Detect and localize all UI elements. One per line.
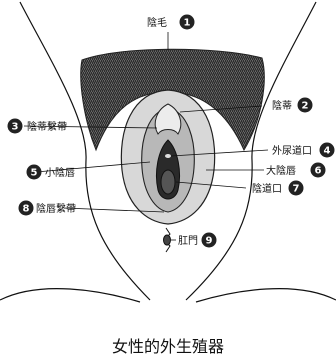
label-8: 8 陰唇繫帶 xyxy=(19,201,77,216)
label-8-text: 陰唇繫帶 xyxy=(36,202,76,215)
label-2-text: 陰蒂 xyxy=(272,99,292,112)
vaginal-opening-shape xyxy=(161,170,175,194)
label-7-number: 7 xyxy=(293,184,300,195)
label-4-number: 4 xyxy=(324,146,331,157)
label-2: 陰蒂 2 xyxy=(272,98,313,113)
label-7-text: 陰道口 xyxy=(252,182,282,195)
label-3-number: 3 xyxy=(12,122,19,133)
label-9-text: 肛門 xyxy=(178,235,198,247)
label-1-number: 1 xyxy=(184,18,191,29)
label-9: 肛門 9 xyxy=(178,233,217,248)
label-6-number: 6 xyxy=(315,166,322,177)
label-1-text: 陰毛 xyxy=(147,16,167,29)
label-5-text: 小陰唇 xyxy=(45,166,75,179)
label-3: 3 陰蒂繫帶 xyxy=(8,119,68,134)
label-7: 陰道口 7 xyxy=(252,181,304,196)
label-4: 外尿道口 4 xyxy=(272,143,335,158)
label-5-number: 5 xyxy=(31,168,38,179)
label-6: 大陰唇 6 xyxy=(266,163,326,178)
label-4-text: 外尿道口 xyxy=(272,144,312,157)
diagram-caption: 女性的外生殖器 xyxy=(112,337,224,356)
urethral-opening-shape xyxy=(165,154,171,158)
label-2-number: 2 xyxy=(302,101,309,112)
label-9-number: 9 xyxy=(206,236,213,247)
label-5: 5 小陰唇 xyxy=(27,165,76,180)
label-1: 陰毛 1 xyxy=(147,15,195,30)
label-6-text: 大陰唇 xyxy=(266,164,296,177)
label-8-number: 8 xyxy=(23,204,30,215)
anus-shape xyxy=(164,228,171,252)
label-3-text: 陰蒂繫帶 xyxy=(27,120,67,133)
